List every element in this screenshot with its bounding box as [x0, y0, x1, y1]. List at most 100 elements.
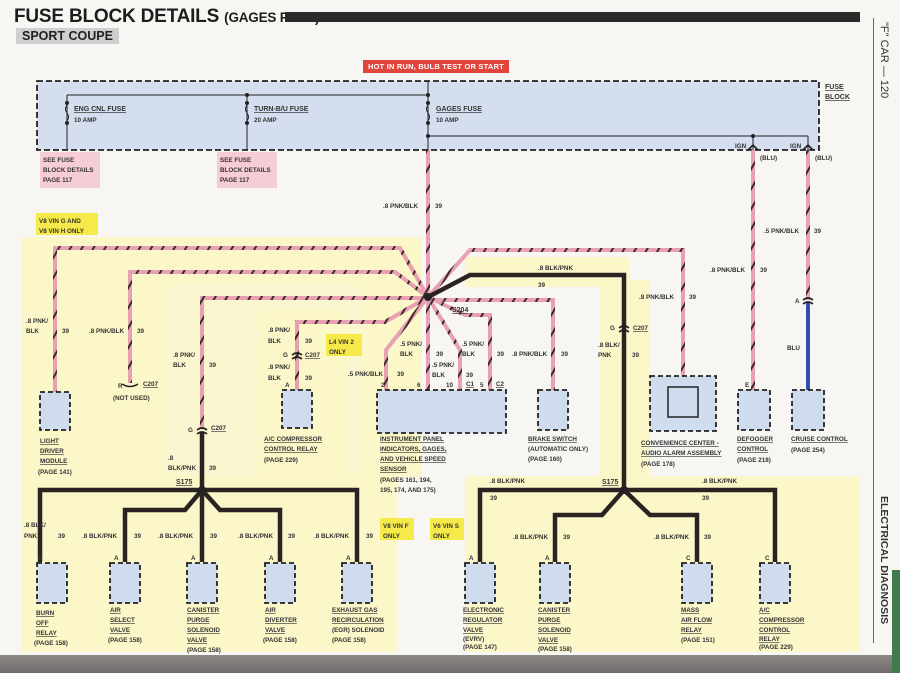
- component-label: SELECT: [110, 617, 135, 624]
- wire-gauge: .8 PNK/BLK: [639, 294, 674, 301]
- component-egr: [341, 562, 373, 604]
- component-page-ref: (PAGE 229): [264, 457, 298, 464]
- wire-gauge: .8 PNK/: [26, 318, 48, 325]
- component-label: RECIRCULATION: [332, 617, 384, 624]
- connector-label: C1: [466, 381, 475, 388]
- pin-label: G: [188, 427, 193, 434]
- vin-note: ONLY: [329, 349, 347, 356]
- component-label: MODULE: [40, 458, 67, 465]
- component-page-ref: (PAGE 158): [263, 637, 297, 644]
- wire-gauge: .8 BLK/PNK: [238, 533, 273, 540]
- wire-gauge: .5 PNK/BLK: [764, 228, 799, 235]
- page-edge-tab: [892, 570, 900, 673]
- component-label: BURN: [36, 610, 55, 617]
- pin-label: 5: [480, 382, 484, 389]
- fuse-rating: 10 AMP: [74, 117, 97, 124]
- component-label: SOLENOID: [187, 627, 220, 634]
- wire-gauge: PNK: [598, 352, 612, 359]
- component-label: VALVE: [110, 627, 130, 634]
- not-used-label: (NOT USED): [113, 395, 150, 402]
- component-label: VALVE: [538, 637, 558, 644]
- wire-gauge: BLK: [268, 338, 281, 345]
- component-air-diverter: [264, 562, 296, 604]
- wire-circuit: 39: [702, 495, 710, 502]
- fuse-name: GAGES FUSE: [436, 106, 482, 113]
- component-label: PURGE: [538, 617, 560, 624]
- page-reference: "F" CAR — 120: [878, 22, 890, 99]
- fuse-block-label: BLOCK: [825, 94, 850, 101]
- wire-gauge: BLK/PNK: [168, 465, 196, 472]
- component-label: AND VEHICLE SPEED: [380, 456, 446, 463]
- component-page-ref: (PAGE 160): [528, 456, 562, 463]
- wire-burn-off: [37, 487, 202, 562]
- wire-gauge: .8 BLK/PNK: [82, 533, 117, 540]
- component-page-ref: 195, 174, AND 175): [380, 487, 436, 494]
- component-page-ref: (PAGE 158): [538, 646, 572, 653]
- wire-gauge: .5 PNK/BLK: [348, 371, 383, 378]
- component-burn-off: [36, 562, 68, 604]
- component-label: PURGE: [187, 617, 209, 624]
- splice-label: S175: [176, 479, 192, 486]
- wire-gauge: .8 PNK/: [173, 352, 195, 359]
- splice-s175-right: [620, 486, 628, 494]
- component-label: A/C COMPRESSOR: [264, 436, 323, 443]
- wire-gauge: PNK: [24, 533, 38, 540]
- component-page-ref: (PAGE 151): [681, 637, 715, 644]
- ign-color: (BLU): [760, 155, 777, 162]
- pin-label: A: [545, 555, 550, 562]
- component-ac-relay-top: [281, 389, 313, 429]
- component-label: CONTROL: [737, 446, 768, 453]
- wire-circuit: 39: [366, 533, 374, 540]
- pin-label: E: [745, 382, 749, 389]
- wire-ac-bottom: [624, 487, 778, 562]
- zone-lower-right: [465, 476, 860, 652]
- pin-label: A: [114, 555, 119, 562]
- wire-gauge: .8 PNK/: [268, 364, 290, 371]
- wire-circuit: 39: [436, 351, 444, 358]
- wire-circuit: 39: [209, 465, 217, 472]
- wire-circuit: 39: [632, 352, 640, 359]
- component-labels: LIGHT DRIVER MODULE (PAGE 141) A/C COMPR…: [34, 436, 848, 654]
- pin-label: A: [346, 555, 351, 562]
- component-label: DRIVER: [40, 448, 64, 455]
- wire-circuit: 39: [288, 533, 296, 540]
- vin-note: V6 VIN S: [433, 523, 459, 530]
- pin-label: A: [285, 382, 290, 389]
- wire-circuit: 39: [305, 375, 313, 382]
- wire-circuit: 39: [305, 338, 313, 345]
- component-page-ref: (PAGE 158): [34, 640, 68, 647]
- wire-circuit: 39: [538, 282, 546, 289]
- component-page-ref: (PAGE 141): [38, 469, 72, 476]
- pin-label: B: [38, 555, 43, 562]
- wire-labels: .8 PNK/BLK 39 .8 PNK/BLK 39 .5 PNK/BLK 3…: [24, 203, 822, 541]
- pin-label: C: [686, 555, 691, 562]
- fuse-block: ENG CNL FUSE 10 AMP TURN-B/U FUSE 20 AMP…: [36, 80, 850, 162]
- component-label: AIR: [265, 607, 276, 614]
- wire-circuit: 39: [397, 371, 405, 378]
- wire-right-blk: [426, 272, 627, 490]
- component-maf-relay: [681, 562, 713, 604]
- component-canister-right: [539, 562, 571, 604]
- component-label: OFF: [36, 620, 49, 627]
- fuse-name: ENG CNL FUSE: [74, 106, 126, 113]
- see-fuse-notes: SEE FUSE BLOCK DETAILS PAGE 117 SEE FUSE…: [40, 152, 277, 188]
- fuse-name: TURN-B/U FUSE: [254, 106, 309, 113]
- fuse-rating: 20 AMP: [254, 117, 277, 124]
- component-page-ref: (PAGES 161, 194,: [380, 477, 432, 484]
- conv-center-inner-box: [667, 386, 699, 418]
- hot-in-run-label: HOT IN RUN, BULB TEST OR START: [363, 60, 509, 73]
- pin-label: A: [269, 555, 274, 562]
- component-label: MASS: [681, 607, 699, 614]
- connector-label: C207: [305, 352, 321, 359]
- component-label: EXHAUST GAS: [332, 607, 377, 614]
- wire-ac-relay: [295, 295, 430, 390]
- component-label: RELAY: [36, 630, 58, 637]
- wire-circuit: 39: [689, 294, 697, 301]
- wire-circuit: 39: [134, 533, 142, 540]
- components: [36, 375, 825, 604]
- wire-circuit: 39: [210, 533, 218, 540]
- wire-circuit: 39: [563, 534, 571, 541]
- title-main: FUSE BLOCK DETAILS: [14, 6, 220, 27]
- see-note-line: PAGE 117: [43, 177, 73, 184]
